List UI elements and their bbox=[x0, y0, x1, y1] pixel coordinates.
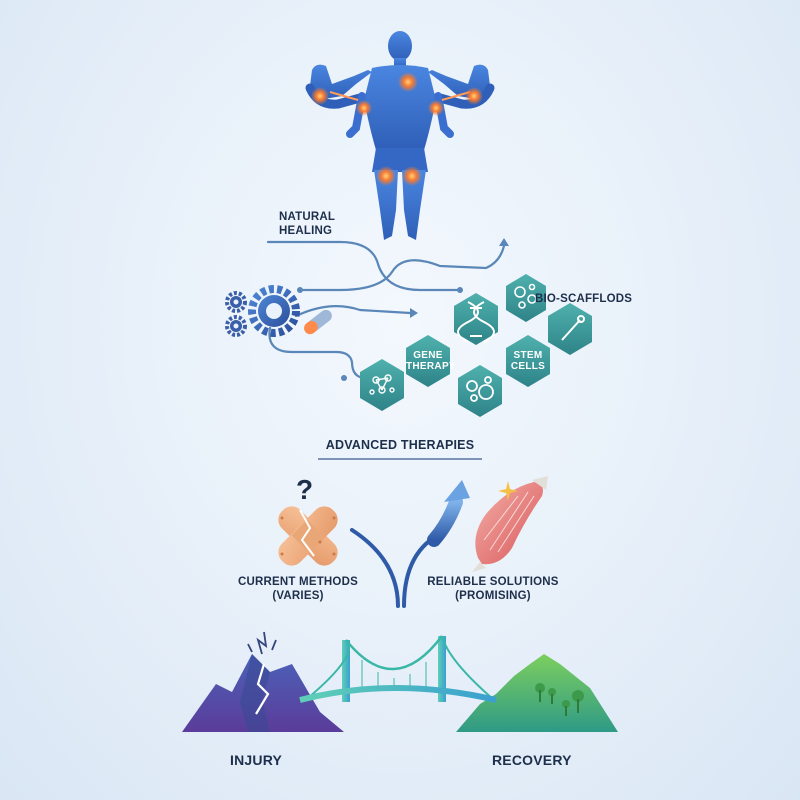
label-line: NATURAL bbox=[279, 211, 336, 223]
molecule-icon bbox=[369, 374, 395, 395]
bridge-icon bbox=[299, 635, 497, 703]
recovery-mountain bbox=[456, 654, 618, 732]
arrow-up-icon bbox=[427, 480, 470, 547]
label-line: CELLS bbox=[510, 361, 546, 372]
label-advanced-therapies: ADVANCED THERAPIES bbox=[325, 438, 475, 452]
injury-mountain bbox=[182, 654, 344, 732]
label-line: RELIABLE SOLUTIONS bbox=[427, 576, 559, 588]
label-reliable-solutions: RELIABLE SOLUTIONS (PROMISING) bbox=[420, 575, 566, 603]
label-recovery: RECOVERY bbox=[492, 752, 572, 768]
label-line: GENE bbox=[413, 350, 443, 361]
bandage-icon bbox=[278, 506, 338, 566]
path-dot bbox=[297, 287, 303, 293]
hex-tile-molecule bbox=[360, 359, 404, 411]
hex-tile-cells-large bbox=[458, 365, 502, 417]
hex-tile-needle bbox=[548, 303, 592, 355]
label-line: STEM bbox=[513, 350, 543, 361]
needle-icon bbox=[561, 315, 585, 341]
cells-icon bbox=[514, 283, 537, 309]
cells-icon bbox=[466, 376, 494, 402]
arrow-right-icon bbox=[410, 308, 418, 318]
dna-icon bbox=[457, 301, 495, 343]
label-line: THERAPY bbox=[406, 361, 456, 372]
sparkle-icon bbox=[498, 481, 518, 501]
hex-tile-dna bbox=[454, 293, 498, 345]
gears-icon bbox=[225, 285, 300, 337]
label-line: CURRENT METHODS bbox=[238, 576, 358, 588]
question-mark-icon: ? bbox=[296, 474, 314, 505]
label-line: HEALING bbox=[279, 225, 333, 237]
hex-tile-stem-cells bbox=[506, 335, 550, 387]
flow-paths bbox=[266, 240, 506, 380]
label-natural-healing: NATURAL HEALING bbox=[279, 210, 335, 238]
arrow-up-right-icon bbox=[499, 238, 509, 246]
label-line: (VARIES) bbox=[272, 590, 324, 602]
label-bio-scaffolds: BIO-SCAFFLODS bbox=[535, 293, 633, 305]
path-dot bbox=[457, 287, 463, 293]
label-stem-cells: STEM CELLS bbox=[506, 350, 550, 372]
tree-icon bbox=[535, 683, 584, 716]
human-body-icon bbox=[305, 31, 495, 240]
label-current-methods: CURRENT METHODS (VARIES) bbox=[230, 575, 366, 603]
lightning-icon bbox=[247, 631, 277, 655]
label-line: (PROMISING) bbox=[455, 590, 531, 602]
capsule-icon bbox=[304, 309, 332, 335]
muscle-icon bbox=[472, 476, 548, 572]
hex-tile-gene-therapy bbox=[406, 335, 450, 387]
hexagon-cluster bbox=[360, 274, 592, 417]
path-dot bbox=[341, 375, 347, 381]
label-injury: INJURY bbox=[230, 752, 283, 768]
hex-tile-cells-small bbox=[506, 274, 546, 322]
label-gene-therapy: GENE THERAPY bbox=[406, 350, 456, 372]
